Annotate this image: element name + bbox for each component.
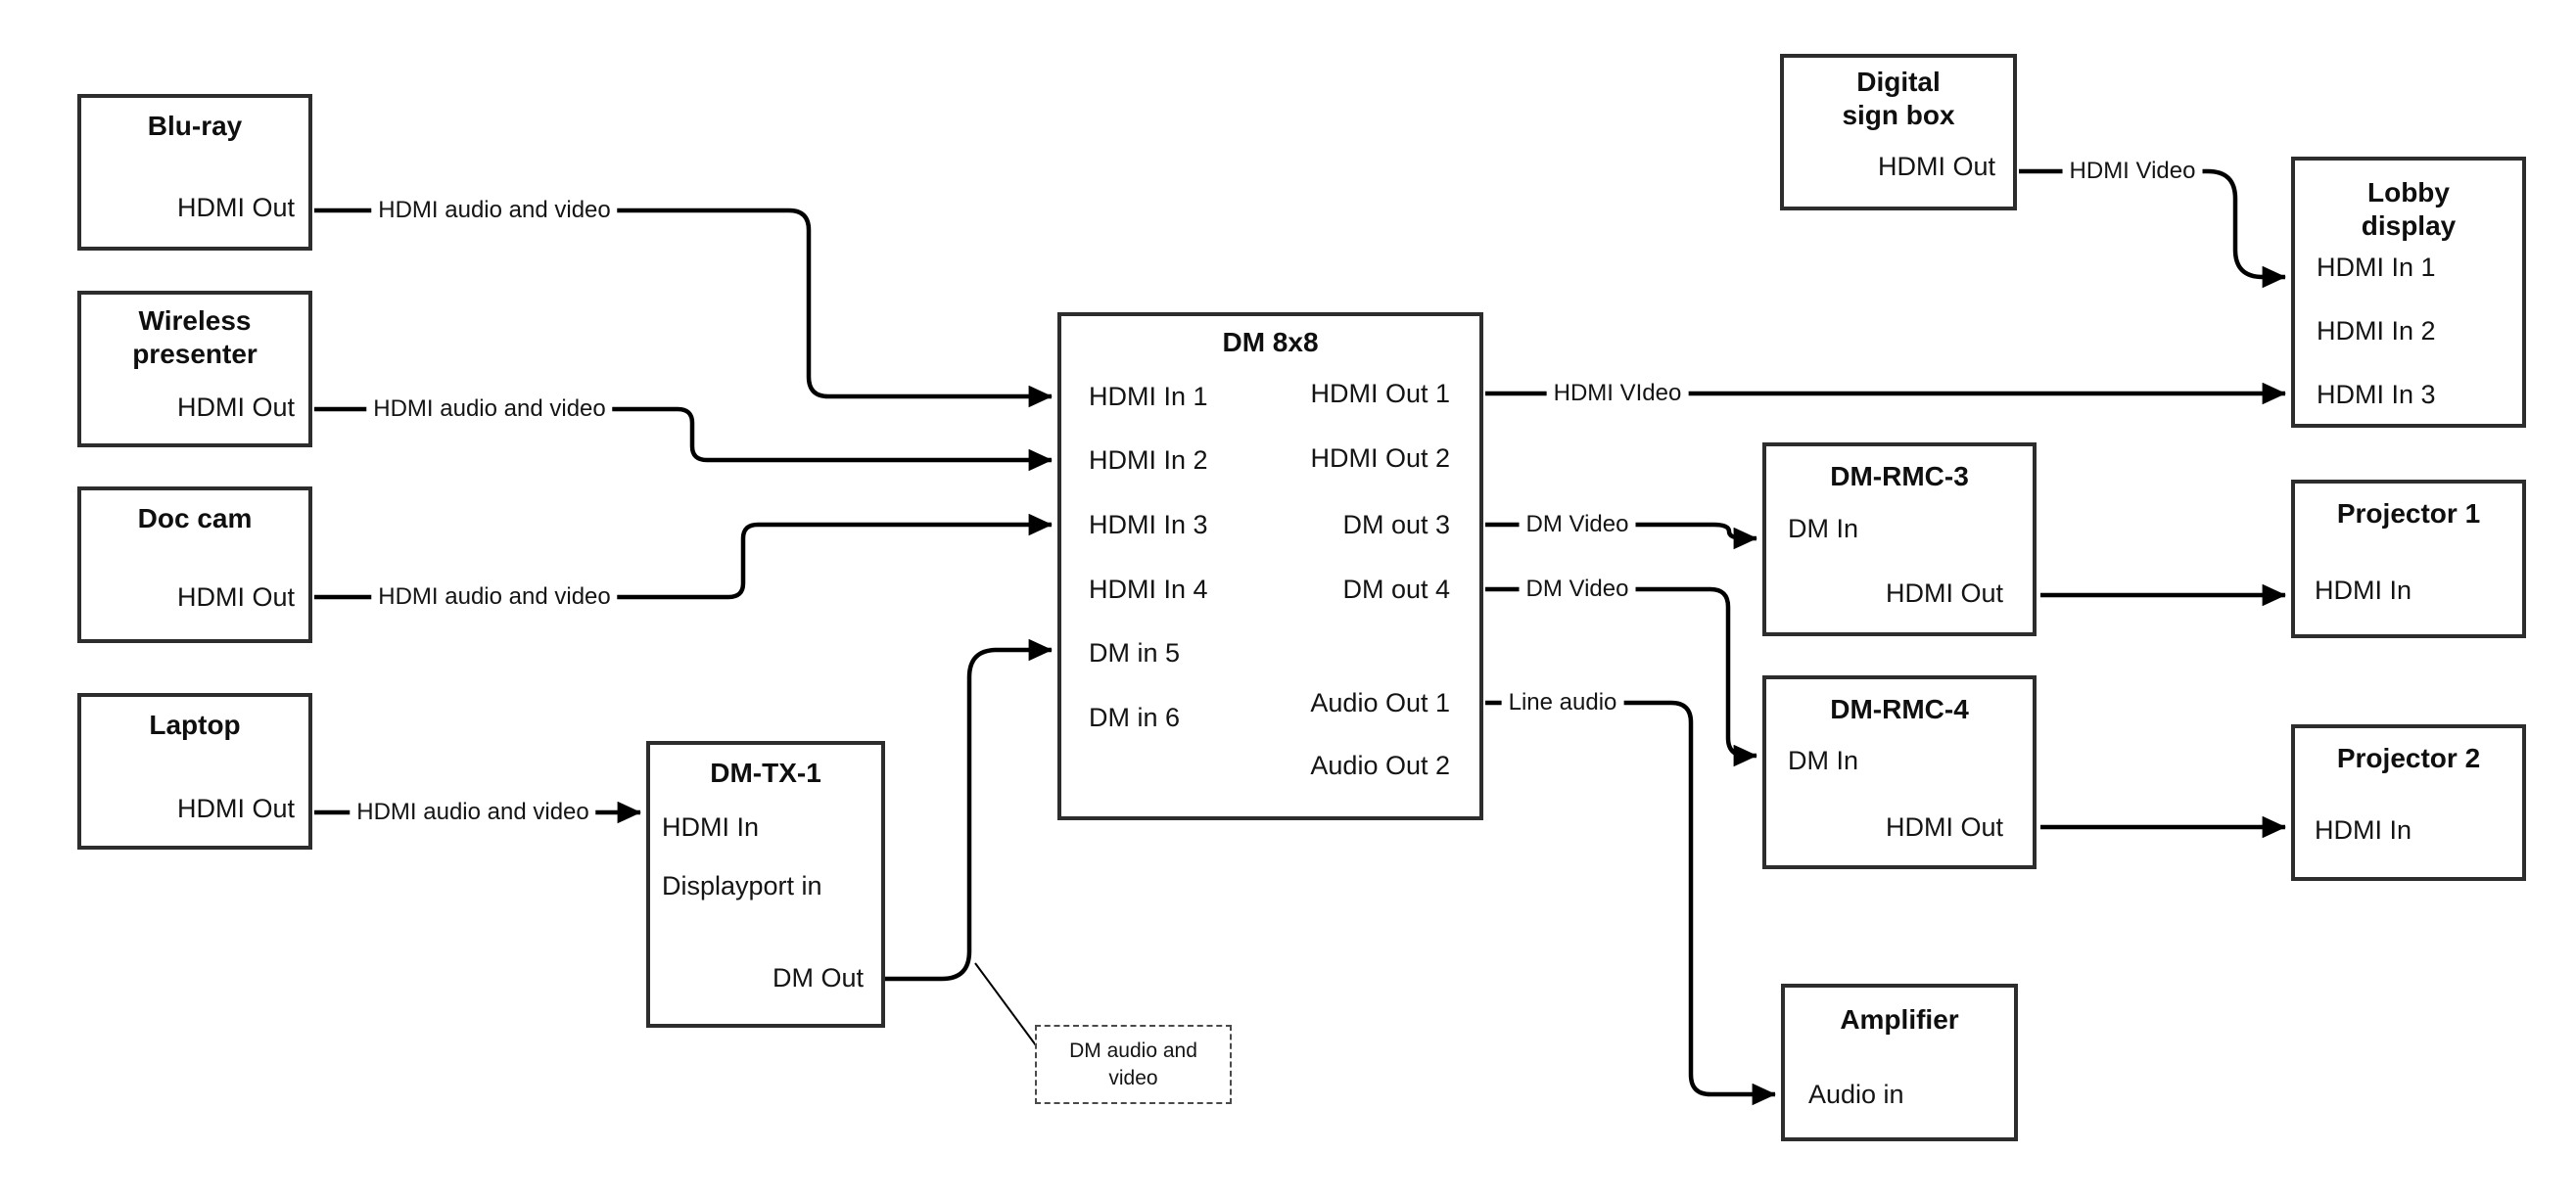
port-hdmi-in-2: HDMI In 2 xyxy=(1089,445,1208,475)
wire-label-dm-video-out3: DM Video xyxy=(1519,511,1636,538)
node-dm-8x8: DM 8x8 HDMI In 1 HDMI In 2 HDMI In 3 HDM… xyxy=(1057,312,1483,820)
port-hdmi-in: HDMI In xyxy=(2315,576,2412,605)
node-title: Doc cam xyxy=(137,503,253,533)
port-hdmi-in: HDMI In xyxy=(662,812,760,842)
node-title: Wireless presenter xyxy=(132,305,258,370)
wire-wireless-to-dm8x8-in2 xyxy=(314,406,1053,472)
port-dm-in: DM In xyxy=(1788,514,1859,543)
port-hdmi-in-4: HDMI In 4 xyxy=(1089,575,1208,604)
wire-doccam-to-dm8x8-in3 xyxy=(314,513,1053,600)
port-hdmi-out-1: HDMI Out 1 xyxy=(1310,379,1450,408)
port-hdmi-out: HDMI Out xyxy=(176,794,295,823)
wire-dm8x8-audio1-to-amp xyxy=(1485,700,1776,1106)
wire-label-line-audio: Line audio xyxy=(1501,689,1624,716)
port-hdmi-out: HDMI Out xyxy=(176,393,295,422)
node-title: Laptop xyxy=(149,710,241,740)
port-dm-out-3: DM out 3 xyxy=(1342,510,1450,539)
node-doc-cam: Doc cam HDMI Out xyxy=(77,486,312,643)
wire-sign-to-lobby-in1 xyxy=(2019,168,2286,289)
wire-bluray-to-dm8x8-in1 xyxy=(314,208,1053,408)
wire-dm8x8-out3-to-rmc3 xyxy=(1485,522,1757,550)
wire-label-hdmi-av-laptop: HDMI audio and video xyxy=(350,799,596,826)
port-hdmi-out: HDMI Out xyxy=(1885,812,2003,842)
port-dm-in-5: DM in 5 xyxy=(1089,638,1181,668)
node-lobby-display: Lobby display HDMI In 1 HDMI In 2 HDMI I… xyxy=(2291,157,2526,428)
wire-label-hdmi-video-out1: HDMI VIdeo xyxy=(1546,380,1689,407)
callout-dm-audio-video: DM audio and video xyxy=(1035,1025,1232,1104)
node-title: Digital sign box xyxy=(1842,67,1955,131)
port-dm-out: DM Out xyxy=(772,963,864,993)
node-amplifier: Amplifier Audio in xyxy=(1781,984,2018,1141)
port-hdmi-out: HDMI Out xyxy=(176,193,295,222)
port-hdmi-in-2: HDMI In 2 xyxy=(2317,316,2436,346)
node-title: DM-RMC-4 xyxy=(1830,694,1969,724)
port-hdmi-out-2: HDMI Out 2 xyxy=(1310,443,1450,473)
node-projector-2: Projector 2 HDMI In xyxy=(2291,724,2526,881)
node-title: DM-TX-1 xyxy=(710,758,821,788)
port-dm-out-4: DM out 4 xyxy=(1342,575,1450,604)
node-digital-sign-box: Digital sign box HDMI Out xyxy=(1780,54,2017,210)
node-title: DM 8x8 xyxy=(1222,327,1319,357)
callout-leader-line xyxy=(974,962,1037,1046)
port-dm-in: DM In xyxy=(1788,746,1859,775)
port-hdmi-in-3: HDMI In 3 xyxy=(1089,510,1208,539)
node-wireless-presenter: Wireless presenter HDMI Out xyxy=(77,291,312,447)
wire-label-hdmi-av-wireless: HDMI audio and video xyxy=(366,395,613,423)
node-title: Amplifier xyxy=(1840,1004,1959,1035)
wire-dm8x8-out4-to-rmc4 xyxy=(1485,586,1757,767)
wire-label-dm-video-out4: DM Video xyxy=(1519,576,1636,603)
port-hdmi-in-3: HDMI In 3 xyxy=(2317,380,2436,409)
port-hdmi-in-1: HDMI In 1 xyxy=(2317,253,2436,282)
wire-label-hdmi-av-bluray: HDMI audio and video xyxy=(371,197,618,224)
port-audio-out-1: Audio Out 1 xyxy=(1310,688,1450,717)
callout-text: DM audio and video xyxy=(1069,1039,1197,1089)
port-audio-in: Audio in xyxy=(1808,1080,1904,1109)
node-dm-rmc-3: DM-RMC-3 DM In HDMI Out xyxy=(1762,442,2037,636)
node-title: Lobby display xyxy=(2361,177,2457,242)
port-hdmi-out: HDMI Out xyxy=(1877,152,1995,181)
node-dm-tx-1: DM-TX-1 HDMI In Displayport in DM Out xyxy=(646,741,885,1028)
node-title: DM-RMC-3 xyxy=(1830,461,1969,491)
port-hdmi-out: HDMI Out xyxy=(1885,578,2003,608)
node-title: Projector 1 xyxy=(2336,498,2481,529)
wire-label-hdmi-video-sign: HDMI Video xyxy=(2062,158,2203,185)
node-title: Blu-ray xyxy=(147,111,243,141)
wire-dmtx1-to-dm8x8-in5 xyxy=(885,638,1053,982)
port-dm-in-6: DM in 6 xyxy=(1089,703,1181,732)
node-dm-rmc-4: DM-RMC-4 DM In HDMI Out xyxy=(1762,675,2037,869)
node-projector-1: Projector 1 HDMI In xyxy=(2291,480,2526,638)
node-title: Projector 2 xyxy=(2336,743,2481,773)
port-hdmi-in: HDMI In xyxy=(2315,815,2412,845)
node-laptop: Laptop HDMI Out xyxy=(77,693,312,850)
wire-label-hdmi-av-doccam: HDMI audio and video xyxy=(371,583,618,611)
port-audio-out-2: Audio Out 2 xyxy=(1310,751,1450,780)
port-hdmi-out: HDMI Out xyxy=(176,582,295,612)
node-bluray: Blu-ray HDMI Out xyxy=(77,94,312,251)
port-displayport-in: Displayport in xyxy=(662,871,822,901)
port-hdmi-in-1: HDMI In 1 xyxy=(1089,382,1208,411)
